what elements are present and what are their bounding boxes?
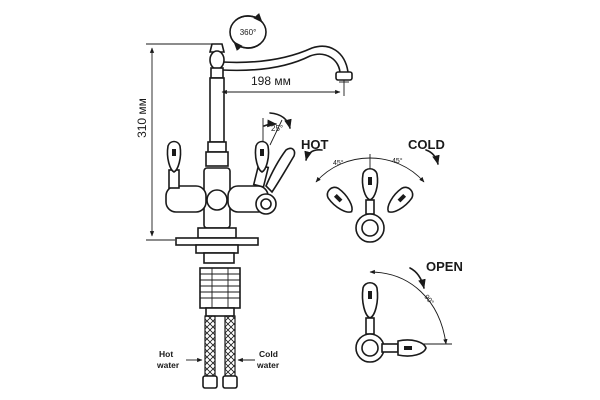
rotation-indicator: 360° (229, 13, 267, 51)
open-position-detail: OPEN 90° (355, 259, 463, 363)
temperature-control-detail: HOT COLD 45° 45° (301, 137, 445, 243)
cold-water-label-line1: Cold (259, 349, 278, 359)
handle-tilt-label: 25° (271, 124, 283, 133)
height-dimension-label: 310 мм (135, 98, 149, 138)
cold-label: COLD (408, 137, 445, 152)
height-dimension: 310 мм (135, 43, 222, 241)
handle-tilt-indicator: 25° (262, 112, 292, 146)
cold-angle-label: 45° (392, 157, 403, 165)
hot-angle-label: 45° (333, 159, 344, 167)
hot-label: HOT (301, 137, 329, 152)
supply-labels: Hot water Cold water (156, 349, 280, 370)
rotation-label: 360° (240, 28, 257, 37)
hot-water-label-line2: water (156, 360, 180, 370)
hot-water-label-line1: Hot (159, 349, 173, 359)
supply-hoses (202, 315, 238, 389)
reach-dimension: 198 мм (221, 74, 345, 96)
reach-dimension-label: 198 мм (251, 74, 291, 88)
open-label: OPEN (426, 259, 463, 274)
cold-water-label-line2: water (256, 360, 280, 370)
